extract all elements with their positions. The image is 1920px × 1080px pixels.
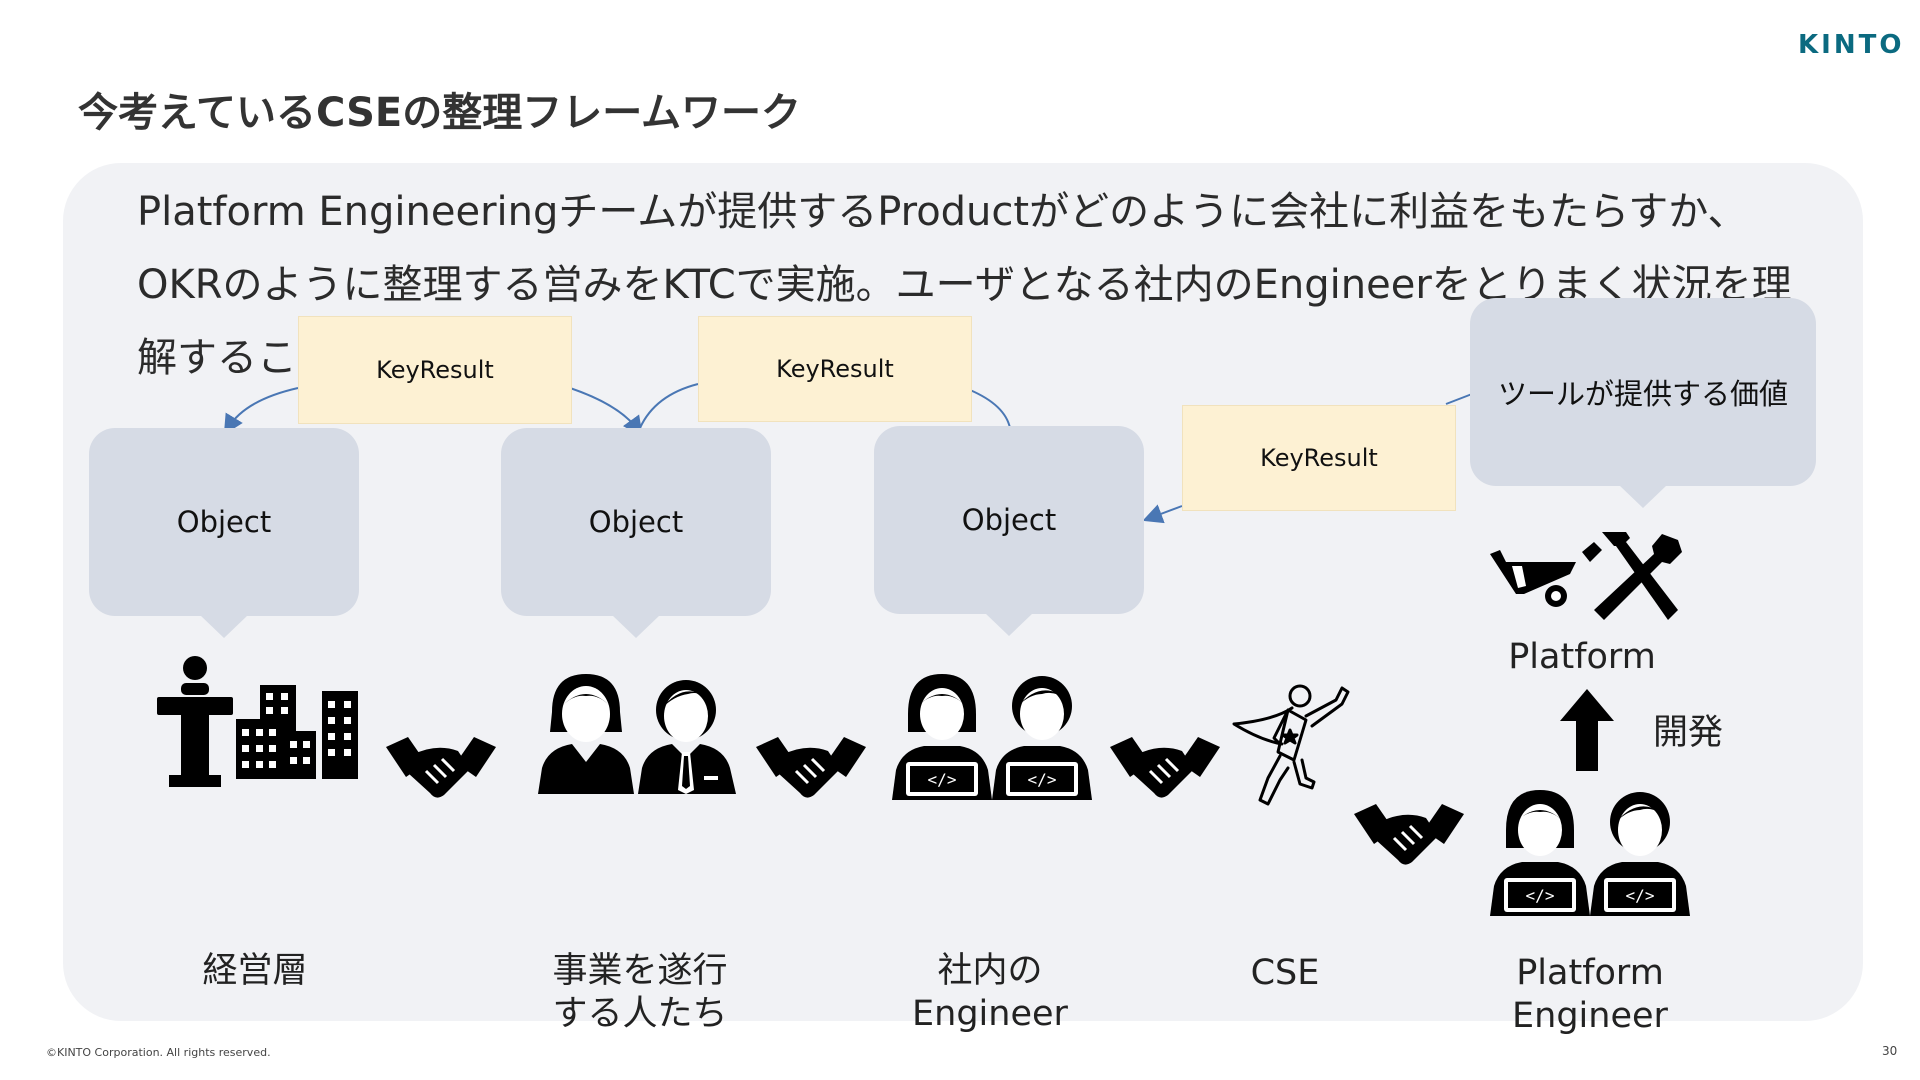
cse-label: CSE (1250, 953, 1320, 993)
develop-label: 開発 (1652, 713, 1723, 753)
svg-text:</>: </> (1626, 886, 1655, 905)
platform-label: Platform (1508, 637, 1656, 677)
value-bubble-tools: ツールが提供する価値 (1470, 298, 1816, 508)
developer-icon: </> </> (892, 674, 1092, 800)
arrow-value-to-kr3 (1445, 393, 1473, 405)
platform-engineer-label-line2: Engineer (1512, 996, 1668, 1036)
arrow-kr1-to-object2 (569, 387, 643, 437)
handshake-icon (1110, 737, 1220, 798)
executives-label: 経営層 (202, 951, 308, 991)
description-line-3: 解するこ (137, 335, 297, 381)
key-result-box-1: KeyResult (298, 316, 572, 424)
arrow-kr2-to-object2 (639, 383, 699, 429)
slide-title: 今考えているCSEの整理フレームワーク (78, 90, 802, 136)
description-line-1: Platform Engineeringチームが提供するProductがどのよう… (137, 189, 1748, 235)
business-label-line2: する人たち (552, 994, 728, 1034)
up-arrow-icon (1560, 689, 1614, 771)
object-bubble-business: Object (501, 428, 771, 638)
arrow-kr2-to-object3 (969, 389, 1011, 429)
arrow-kr3-to-object3 (1142, 504, 1183, 524)
page-number: 30 (1882, 1044, 1898, 1058)
buildings-icon (236, 685, 358, 779)
handshake-icon (386, 737, 496, 798)
platform-engineer-label: Platform Engineer (1490, 952, 1690, 1038)
business-people-icon (538, 674, 736, 794)
handshake-icon (756, 737, 866, 798)
svg-text:</>: </> (1028, 770, 1057, 789)
wheelbarrow-icon (1490, 550, 1576, 607)
internal-engineer-label-line1: 社内の (937, 951, 1043, 991)
developer-icon: </> </> (1490, 790, 1690, 916)
object-bubble-executives: Object (89, 428, 359, 638)
platform-engineer-label-line1: Platform (1516, 953, 1664, 993)
key-result-box-3: KeyResult (1182, 405, 1456, 511)
executive-podium-icon (157, 656, 233, 787)
hammer-wrench-icon (1582, 532, 1682, 620)
kinto-logo: KINTO (1798, 30, 1905, 60)
superhero-icon (1232, 684, 1350, 806)
svg-text:</>: </> (1526, 886, 1555, 905)
internal-engineer-label-line2: Engineer (912, 994, 1068, 1034)
arrow-kr1-to-object1 (223, 387, 299, 435)
key-result-box-2: KeyResult (698, 316, 972, 422)
business-label-line1: 事業を遂行 (552, 951, 728, 991)
object-bubble-internal-engineer: Object (874, 426, 1144, 636)
copyright: ©KINTO Corporation. All rights reserved. (46, 1046, 271, 1059)
internal-engineer-label: 社内の Engineer (890, 950, 1090, 1036)
handshake-icon (1354, 804, 1464, 865)
svg-text:</>: </> (928, 770, 957, 789)
business-label: 事業を遂行 する人たち (530, 950, 750, 1036)
